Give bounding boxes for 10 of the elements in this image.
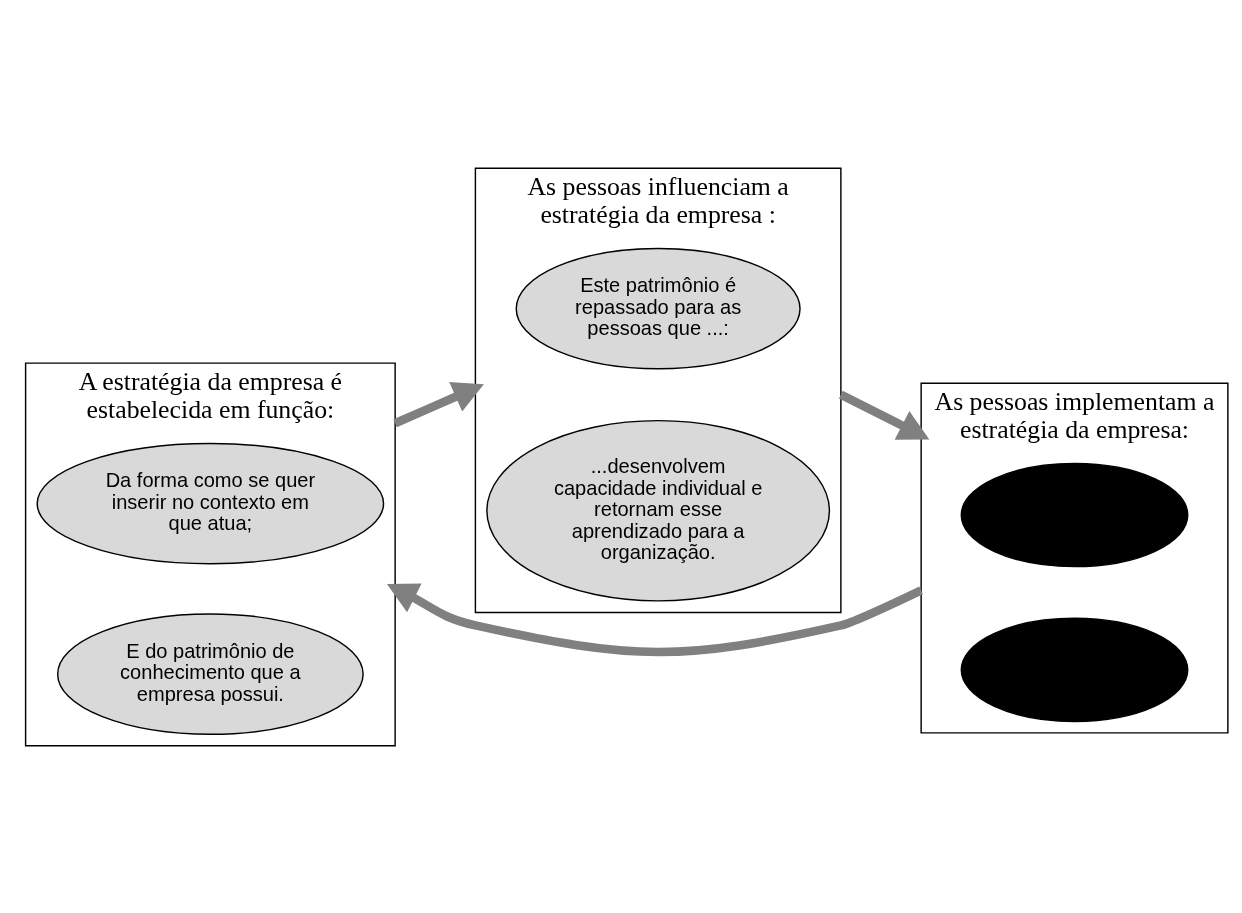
node-ellipse: ...desenvolvem capacidade individual e retornam esse aprendizado para a organização. [486,419,831,602]
arrow [838,390,930,440]
node-ellipse [960,617,1189,722]
arrow [386,582,923,656]
cluster: As pessoas implementam a estratégia da empresa: [920,381,1229,734]
node-ellipse [960,462,1189,567]
node-ellipse: Este patrimônio é repassado para as pessoas que ...: [515,247,801,369]
node-ellipse: Da forma como se quer inserir no contexto em que atua; [36,442,385,564]
arrow [393,381,484,427]
node-ellipse: E do patrimônio de conhecimento que a empresa possui. [56,612,364,735]
